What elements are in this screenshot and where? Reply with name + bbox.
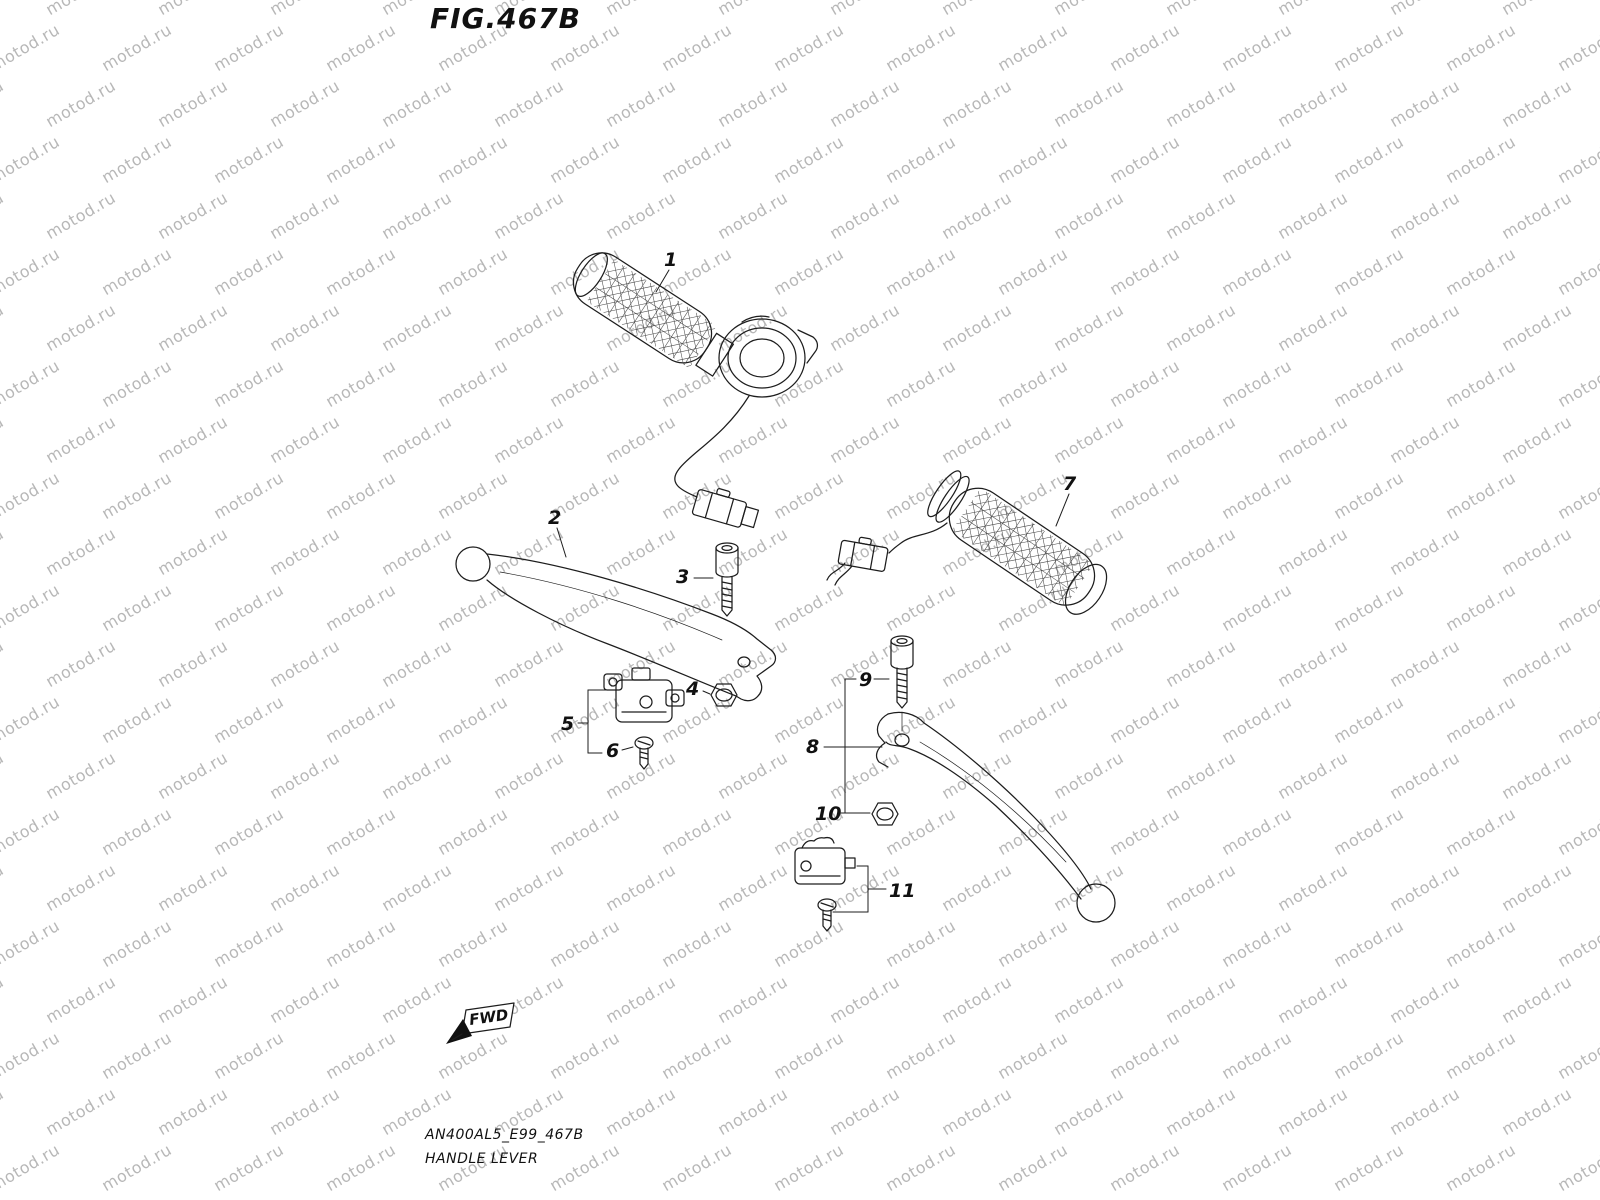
part-right-lever [875, 711, 1116, 923]
part-pivot-nut-left [710, 683, 738, 707]
grip-texture [953, 491, 1091, 607]
fwd-label: FWD [468, 1006, 509, 1029]
part-pivot-nut-right [871, 802, 899, 826]
part-throttle-grip-assembly [572, 252, 819, 529]
callout-4: 4 [685, 678, 699, 700]
figure-footer: AN400AL5_E99_467B HANDLE LEVER [425, 1124, 584, 1172]
cable-connector-right [691, 488, 760, 529]
callout-3: 3 [676, 566, 689, 588]
callout-1: 1 [664, 249, 677, 271]
throttle-cable [674, 395, 750, 498]
part-left-grip-assembly [826, 470, 1108, 615]
part-pivot-bolt-left [715, 542, 739, 617]
footer-title: HANDLE LEVER [425, 1150, 539, 1167]
grip-cable [888, 522, 948, 554]
callout-7: 7 [1063, 473, 1077, 495]
part-brake-switch-right [794, 836, 856, 885]
callout-10: 10 [815, 803, 841, 825]
fwd-arrow: FWD [446, 1002, 515, 1044]
callout-leader-lines [556, 269, 1070, 913]
part-pivot-bolt-right [890, 635, 914, 709]
callout-11: 11 [889, 880, 915, 902]
parts-drawing: 1 2 3 4 5 6 7 8 9 10 11 FWD [446, 249, 1116, 1044]
part-left-lever [455, 546, 777, 702]
footer-code: AN400AL5_E99_467B [425, 1127, 584, 1143]
part-brake-switch-left [603, 667, 685, 723]
callout-5: 5 [561, 713, 574, 735]
figure-title: FIG.467B [430, 2, 581, 35]
callout-2: 2 [548, 507, 561, 529]
grip-texture [587, 260, 716, 367]
throttle-housing [718, 318, 806, 398]
cable-connector-left [837, 536, 889, 572]
part-switch-screw-left [634, 736, 654, 770]
part-switch-screw-right [817, 898, 837, 932]
callout-6: 6 [606, 740, 619, 762]
callout-8: 8 [806, 736, 819, 758]
callout-9: 9 [859, 669, 872, 691]
